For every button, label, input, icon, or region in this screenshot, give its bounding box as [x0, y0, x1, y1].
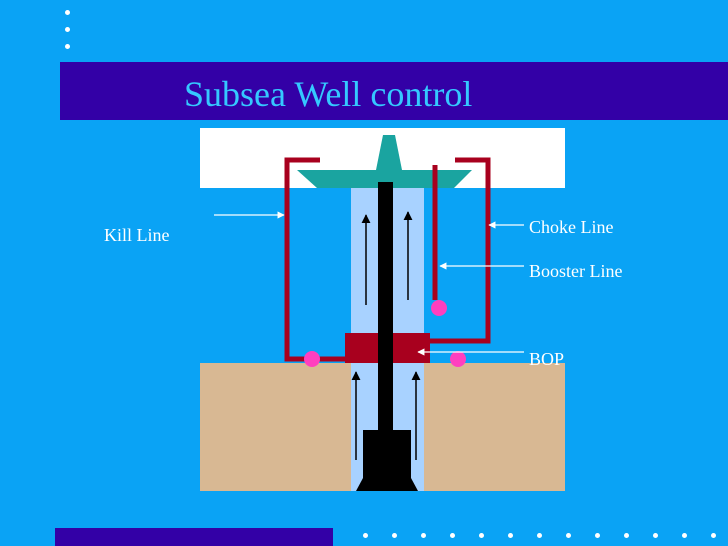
dot: [65, 10, 70, 15]
slide-title: Subsea Well control: [184, 74, 473, 114]
dot: [711, 533, 716, 538]
dot: [508, 533, 513, 538]
dot: [65, 27, 70, 32]
drill-pipe: [378, 182, 393, 440]
bottom-bar: [55, 528, 333, 546]
choke-line: [430, 157, 491, 344]
choke-valve: [450, 351, 466, 367]
dot: [450, 533, 455, 538]
kill-line-label: Kill Line: [104, 225, 170, 245]
kill-line: [284, 157, 349, 362]
dot: [537, 533, 542, 538]
drill-bit-tip: [356, 478, 418, 491]
dot: [479, 533, 484, 538]
wellhead-top: [376, 135, 402, 170]
dot: [392, 533, 397, 538]
dot: [65, 44, 70, 49]
dot: [595, 533, 600, 538]
bop-label: BOP: [529, 349, 565, 369]
wellhead: [297, 170, 472, 188]
dot: [653, 533, 658, 538]
booster-line-label: Booster Line: [529, 261, 623, 281]
dot: [682, 533, 687, 538]
drill-bit-body: [363, 430, 411, 478]
dot: [363, 533, 368, 538]
dot: [624, 533, 629, 538]
title-bar: [60, 62, 728, 120]
dot: [421, 533, 426, 538]
kill-valve: [304, 351, 320, 367]
dot: [566, 533, 571, 538]
booster-valve: [431, 300, 447, 316]
choke-line-label: Choke Line: [529, 217, 614, 237]
